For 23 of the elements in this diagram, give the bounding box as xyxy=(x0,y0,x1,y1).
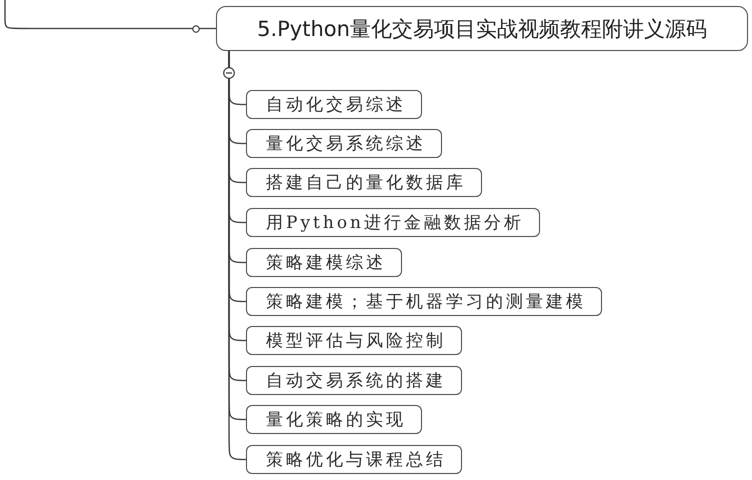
subtopic-text: 搭建自己的量化数据库 xyxy=(266,172,466,194)
subtopic-box xyxy=(246,129,442,158)
subtopic-box xyxy=(246,287,602,316)
subtopic-text: 自动交易系统的搭建 xyxy=(266,370,446,392)
subtopic-text: 自动化交易综述 xyxy=(266,94,406,116)
subtopic-box xyxy=(246,405,422,434)
subtopic-text: 策略优化与课程总结 xyxy=(266,449,446,471)
subtopic-box xyxy=(246,168,482,197)
subtopic-box xyxy=(246,90,422,119)
subtopic-text: 量化策略的实现 xyxy=(266,409,406,431)
subtopic-box xyxy=(246,248,402,277)
central-topic-box xyxy=(216,6,748,51)
subtopic-text: 用Python进行金融数据分析 xyxy=(266,212,524,234)
connector-line xyxy=(4,0,217,30)
subtopic-box xyxy=(246,208,540,237)
subtopic-box xyxy=(246,326,462,355)
central-topic-text: 5.Python量化交易项目实战视频教程附讲义源码 xyxy=(257,16,707,42)
subtopic-text: 量化交易系统综述 xyxy=(266,133,426,155)
subtopic-box xyxy=(246,366,462,395)
subtopic-text: 模型评估与风险控制 xyxy=(266,330,446,352)
subtopic-text: 策略建模综述 xyxy=(266,252,386,274)
subtopic-text: 策略建模；基于机器学习的测量建模 xyxy=(266,291,586,313)
subtopic-box xyxy=(246,445,462,474)
